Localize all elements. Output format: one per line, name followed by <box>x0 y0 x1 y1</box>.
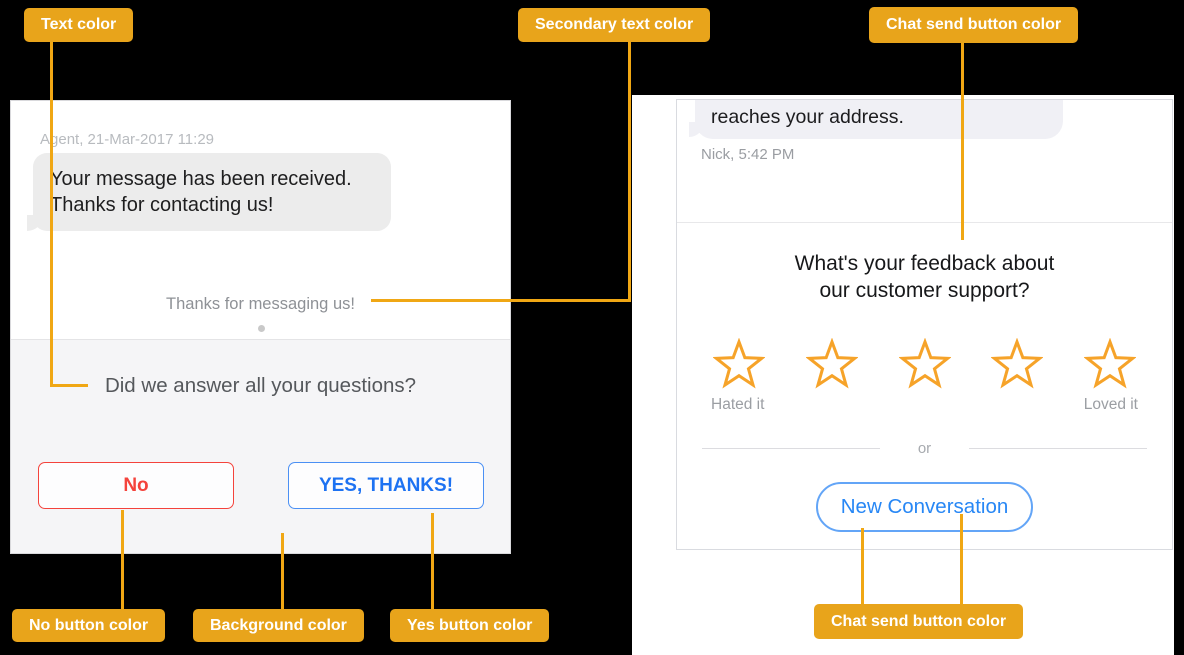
rating-scale-labels: Hated it Loved it <box>677 396 1172 414</box>
feedback-widget-region: reaches your address. Nick, 5:42 PM What… <box>632 95 1174 655</box>
agent-meta: Nick, 5:42 PM <box>701 146 795 163</box>
yes-thanks-button[interactable]: YES, THANKS! <box>288 462 484 509</box>
star-rating <box>677 337 1172 390</box>
star-icon[interactable] <box>897 337 952 390</box>
label-secondary-text-color: Secondary text color <box>518 8 711 42</box>
section-divider <box>677 222 1172 223</box>
callout-line-chat-send-top <box>961 43 964 240</box>
agent-message-bubble: Your message has been received. Thanks f… <box>27 153 391 231</box>
chat-widget-panel: Agent, 21-Mar-2017 11:29 Your message ha… <box>10 100 511 554</box>
callout-line-text-color <box>50 42 53 387</box>
bubble-tail <box>689 122 704 137</box>
or-label: or <box>917 440 932 457</box>
agent-message-bubble-cropped: reaches your address. <box>689 100 1063 139</box>
label-background-color: Background color <box>193 609 364 642</box>
agent-message-text: Your message has been received. Thanks f… <box>50 168 352 216</box>
agent-meta: Agent, 21-Mar-2017 11:29 <box>40 131 215 148</box>
no-button[interactable]: No <box>38 462 234 509</box>
label-no-button-color: No button color <box>12 609 166 642</box>
new-conversation-button[interactable]: New Conversation <box>816 482 1033 532</box>
agent-message-text: reaches your address. <box>711 106 904 128</box>
label-yes-button-color: Yes button color <box>390 609 550 642</box>
feedback-question-line2: our customer support? <box>819 279 1030 302</box>
callout-line-text-color-elbow <box>50 384 88 387</box>
divider-line <box>702 448 880 449</box>
star-icon[interactable] <box>1083 337 1137 390</box>
callout-line-background <box>281 533 284 609</box>
callout-line-secondary-text <box>628 42 631 302</box>
star-icon[interactable] <box>990 337 1045 390</box>
star-icon[interactable] <box>804 337 859 390</box>
rating-high-label: Loved it <box>1083 396 1138 413</box>
callout-line-secondary-text-elbow <box>371 299 631 302</box>
feedback-question-line1: What's your feedback about <box>794 252 1055 275</box>
feedback-question: What's your feedback about our customer … <box>677 250 1172 304</box>
typing-dot <box>258 325 265 332</box>
survey-question: Did we answer all your questions? <box>104 374 417 397</box>
star-icon[interactable] <box>712 337 766 390</box>
label-chat-send-button-color-top: Chat send button color <box>869 7 1079 43</box>
rating-low-label: Hated it <box>711 396 765 413</box>
callout-line-chat-send-bottom-left <box>861 528 864 604</box>
bubble-tail <box>27 215 43 231</box>
label-chat-send-button-color-bottom: Chat send button color <box>814 604 1024 639</box>
callout-line-no-button <box>121 510 124 609</box>
callout-line-chat-send-bottom-right <box>960 514 963 604</box>
callout-line-yes-button <box>431 513 434 609</box>
or-divider: or <box>677 440 1172 457</box>
survey-section: Did we answer all your questions? No YES… <box>11 339 510 553</box>
system-note: Thanks for messaging us! <box>166 295 355 313</box>
label-text-color: Text color <box>24 8 134 42</box>
divider-line <box>969 448 1147 449</box>
feedback-panel: reaches your address. Nick, 5:42 PM What… <box>676 99 1173 550</box>
